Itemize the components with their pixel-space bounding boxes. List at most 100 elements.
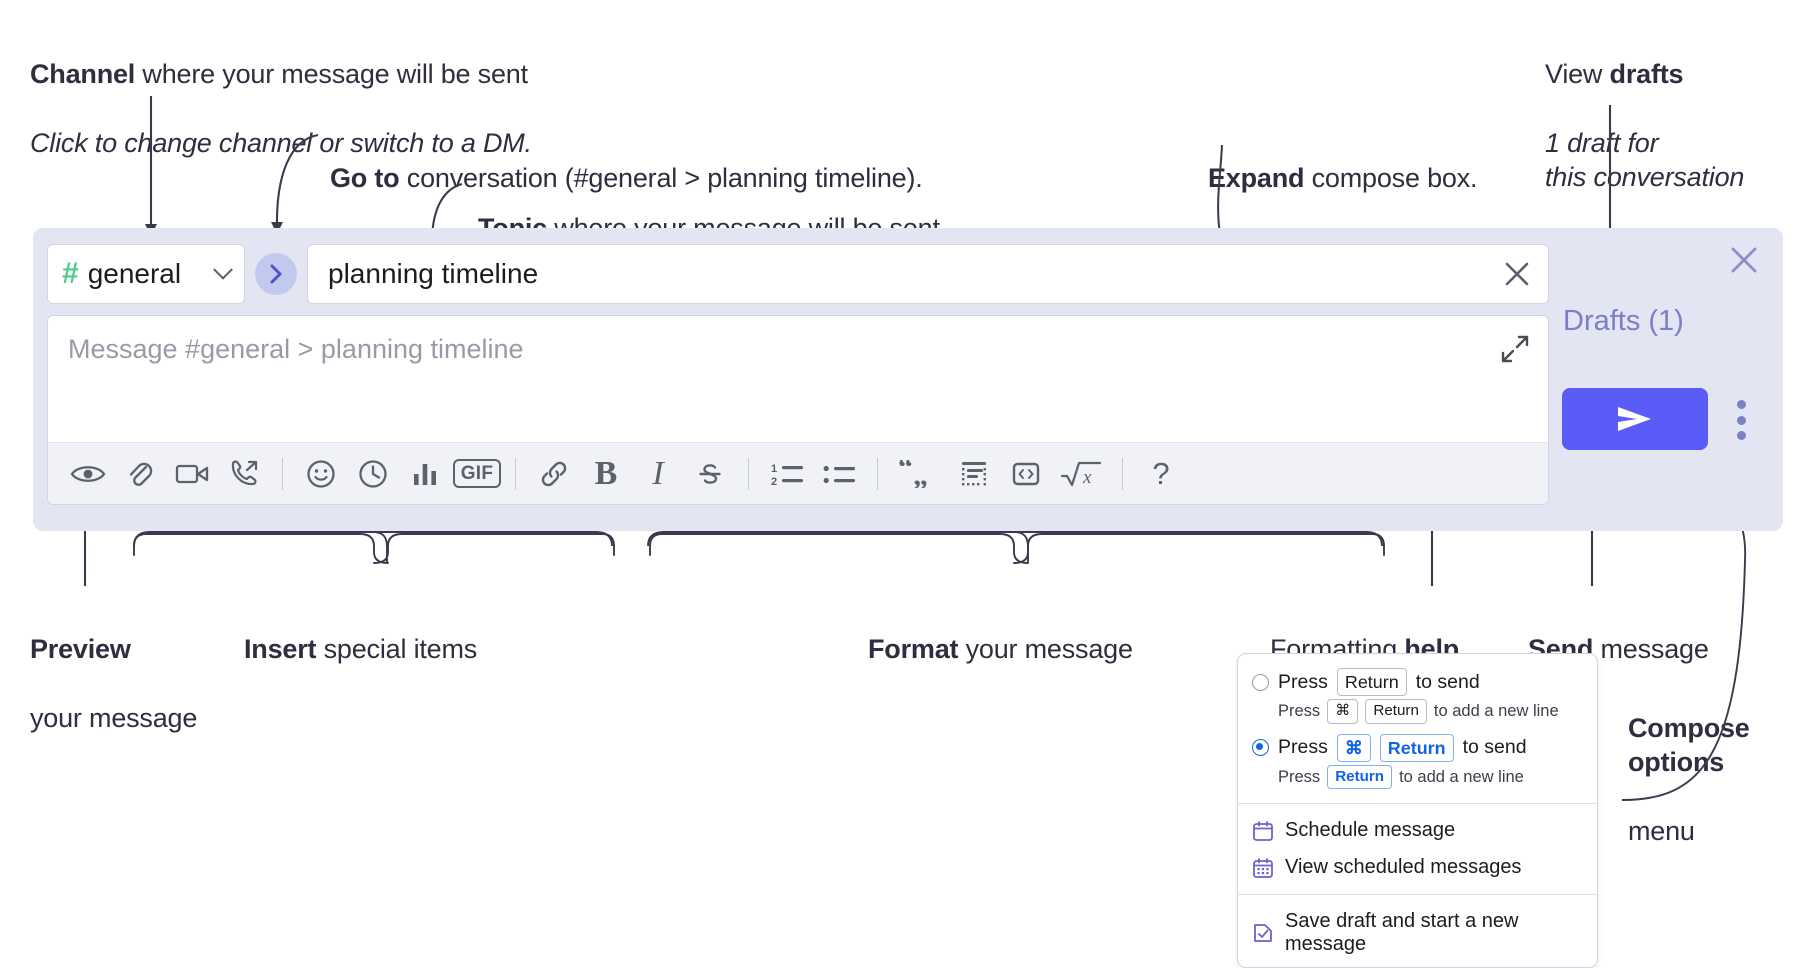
dot-icon (1736, 415, 1746, 425)
toolbar-divider (515, 457, 516, 490)
toolbar-divider (1122, 457, 1123, 490)
gif-icon[interactable]: GIF (451, 451, 503, 497)
annotation-insert: Insert special items (244, 597, 604, 666)
help-icon[interactable]: ? (1135, 451, 1187, 497)
save-draft-icon (1254, 924, 1272, 943)
annotation-goto-bold: Go to (330, 162, 400, 193)
kbd-return: Return (1327, 764, 1393, 790)
attachment-icon[interactable] (114, 451, 166, 497)
italic-label: I (652, 454, 664, 492)
annotation-compose-options-bold: Compose options (1628, 712, 1750, 778)
radio-icon[interactable] (1252, 673, 1269, 691)
bold-icon[interactable]: B (580, 451, 632, 497)
compose-top-row: # general (47, 243, 1549, 305)
annotation-format: Format your message (868, 597, 1198, 666)
hash-icon: # (62, 257, 79, 290)
annotation-expand-rest: compose box. (1304, 162, 1478, 193)
annotation-drafts-bold: drafts (1609, 58, 1684, 89)
annotation-drafts: View drafts 1 draft for this conversatio… (1545, 22, 1805, 229)
toolbar-divider (748, 457, 749, 490)
math-icon[interactable]: x (1052, 451, 1110, 497)
chevron-down-icon (213, 259, 233, 280)
menu-item-label: Save draft and start a new message (1285, 910, 1519, 956)
inline-code-icon[interactable] (1000, 451, 1052, 497)
radio-option-cmd-return-to-send[interactable]: Press ⌘ Return to send (1238, 730, 1597, 764)
preview-icon[interactable] (62, 451, 114, 497)
sub-pre: Press (1278, 701, 1321, 720)
annotation-compose-options-rest: menu (1628, 816, 1695, 847)
italic-icon[interactable]: I (632, 451, 684, 497)
message-box[interactable]: Message #general > planning timeline (47, 315, 1549, 505)
annotation-preview: Preview your message (30, 597, 260, 770)
bulleted-list-icon[interactable] (813, 451, 865, 497)
annotation-preview-rest: your message (30, 702, 198, 733)
compose-inner: # general Message #general > planning ti… (47, 243, 1549, 516)
annotation-preview-bold: Preview (30, 633, 131, 664)
kbd-command: ⌘ (1336, 733, 1371, 762)
calendar-icon (1253, 821, 1273, 841)
sub-post: to add a new line (1399, 767, 1524, 786)
compose-options-menu: Press Return to send Press ⌘ Return to a… (1237, 653, 1598, 968)
bold-label: B (594, 454, 618, 492)
radio-label-post: to send (1415, 670, 1480, 693)
svg-text:“: “ (898, 460, 913, 484)
annotation-channel: Channel where your message will be sent … (30, 22, 670, 195)
channel-selector[interactable]: # general (47, 244, 245, 304)
link-icon[interactable] (528, 451, 580, 497)
topic-input[interactable] (326, 257, 1500, 291)
message-input[interactable]: Message #general > planning timeline (68, 334, 524, 364)
radio-icon-selected[interactable] (1252, 739, 1269, 757)
compose-right-pane: Drafts (1) (1552, 228, 1783, 531)
annotation-expand-bold: Expand (1208, 162, 1305, 193)
close-icon[interactable] (1727, 243, 1761, 277)
kbd-return: Return (1365, 699, 1427, 724)
expand-icon[interactable] (1500, 334, 1530, 364)
annotation-channel-italic: Click to change channel or switch to a D… (30, 127, 532, 158)
svg-text:1: 1 (771, 463, 777, 475)
go-to-conversation-button[interactable] (255, 253, 297, 295)
annotation-channel-bold: Channel (30, 58, 136, 89)
sub-post: to add a new line (1433, 701, 1559, 720)
annotation-send-rest: message (1593, 633, 1709, 664)
strikethrough-icon[interactable] (684, 451, 736, 497)
compose-options-button[interactable] (1726, 396, 1756, 444)
menu-item-view-scheduled-messages[interactable]: View scheduled messages (1238, 849, 1597, 886)
help-label: ? (1152, 456, 1170, 491)
kbd-return: Return (1379, 733, 1454, 762)
svg-text:„: „ (913, 460, 928, 488)
annotation-channel-rest: where your message will be sent (135, 58, 528, 89)
channel-name-label: general (87, 258, 182, 289)
menu-item-schedule-message[interactable]: Schedule message (1238, 812, 1597, 849)
compose-panel: # general Message #general > planning ti… (33, 228, 1783, 531)
radio-label-pre: Press (1278, 670, 1328, 693)
poll-icon[interactable] (399, 451, 451, 497)
huddle-icon[interactable] (218, 451, 270, 497)
send-icon (1618, 407, 1651, 431)
video-icon[interactable] (166, 451, 218, 497)
annotation-drafts-italic: 1 draft for this conversation (1545, 127, 1745, 193)
dot-icon (1736, 400, 1746, 409)
svg-text:2: 2 (771, 476, 777, 488)
code-block-icon[interactable] (948, 451, 1000, 497)
svg-text:x: x (1082, 467, 1092, 488)
clear-topic-icon[interactable] (1500, 257, 1534, 291)
chevron-right-icon (270, 264, 282, 284)
menu-item-save-draft[interactable]: Save draft and start a new message (1238, 903, 1597, 963)
clock-icon[interactable] (347, 451, 399, 497)
menu-divider (1238, 803, 1597, 805)
ordered-list-icon[interactable]: 1 2 (761, 451, 813, 497)
calendar-grid-icon (1253, 858, 1273, 878)
blockquote-icon[interactable]: “ „ (890, 451, 948, 497)
drafts-link[interactable]: Drafts (1) (1563, 305, 1684, 337)
radio-option-return-to-send[interactable]: Press Return to send (1238, 664, 1597, 698)
send-button[interactable] (1562, 388, 1708, 450)
kbd-return: Return (1336, 668, 1407, 697)
annotation-format-bold: Format (868, 633, 959, 664)
radio-subtext-return: Press ⌘ Return to add a new line (1238, 698, 1597, 730)
annotation-insert-bold: Insert (244, 633, 317, 664)
emoji-icon[interactable] (295, 451, 347, 497)
radio-subtext-cmd-return: Press Return to add a new line (1238, 764, 1597, 796)
topic-field[interactable] (307, 244, 1549, 304)
sub-pre: Press (1278, 767, 1321, 786)
menu-item-label: View scheduled messages (1285, 856, 1522, 879)
